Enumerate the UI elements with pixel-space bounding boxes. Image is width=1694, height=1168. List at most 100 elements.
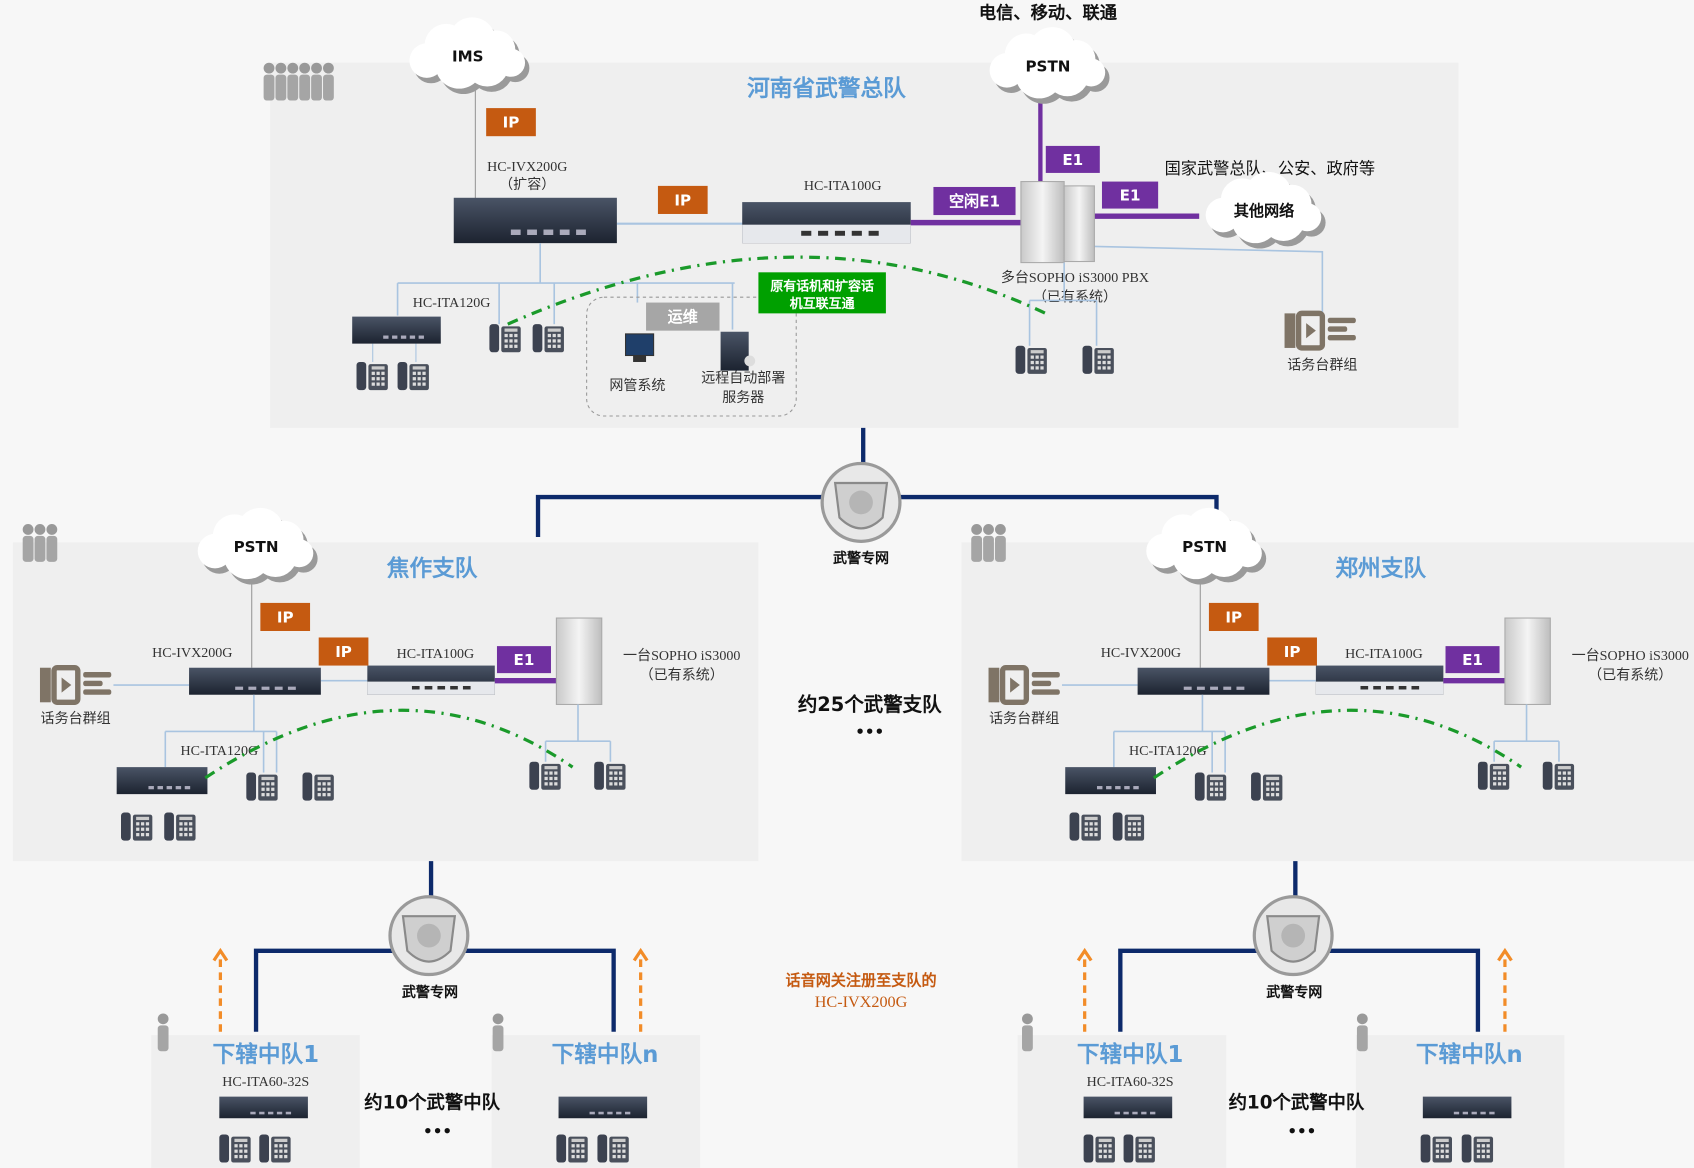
phone-icon: [1251, 772, 1283, 801]
branch-ip-label-1-text: IP: [1225, 608, 1242, 626]
squad-device-model: HC-ITA60-32S: [1087, 1074, 1174, 1090]
squad-title: 下辖中队n: [552, 1041, 659, 1068]
phone-icon: [397, 361, 429, 391]
port: [576, 229, 586, 235]
port: [383, 335, 389, 339]
port: [543, 229, 554, 235]
console-group-icon: [988, 665, 1060, 705]
phone-icon: [1083, 1134, 1115, 1163]
detachment-ellipsis: •••: [855, 723, 884, 741]
port: [1150, 1111, 1156, 1115]
hq-pbx-cabinet-1-body: [1020, 181, 1065, 264]
branch-ivx200g-device: [1137, 667, 1270, 695]
armed-police-emblem-icon: [820, 461, 902, 543]
port: [1489, 1111, 1495, 1115]
phone-icon: [246, 772, 278, 801]
branch-pstn-cloud-label: PSTN: [1182, 538, 1227, 556]
port: [1096, 786, 1103, 790]
phone-icon: [489, 324, 521, 353]
console-line: [1094, 245, 1324, 314]
hq-ita120g-device: [352, 316, 441, 344]
hq-ip-label-2-text: IP: [674, 191, 691, 209]
port: [184, 786, 191, 790]
external-orgs-label: 国家武警总队、公安、政府等: [1165, 159, 1375, 178]
port: [268, 1111, 274, 1115]
squad-staff-icon: [1356, 1013, 1368, 1052]
interop-label-line2: 机互联互通: [790, 296, 855, 312]
port: [285, 1111, 292, 1115]
console-group-icon: [39, 665, 112, 705]
upward-registration-arrow: [632, 947, 649, 1032]
branch-console-label: 话务台群组: [41, 711, 111, 727]
registration-note-line1: 话音网关注册至支队的: [785, 971, 936, 989]
branch-e1-label-box: [1445, 646, 1500, 674]
phone-icon: [259, 1134, 291, 1163]
hq-ivx200g-device-body: [453, 197, 617, 244]
ops-group-border: [586, 296, 797, 417]
port: [287, 686, 296, 690]
ops-label: 运维: [646, 302, 720, 331]
phone-icon: [164, 812, 196, 841]
branch-console-label: 话务台群组: [989, 711, 1059, 727]
branch-ita120g-device-body: [116, 767, 208, 795]
squad-ita60-device-body: [219, 1096, 308, 1119]
port: [801, 230, 812, 236]
port: [424, 685, 433, 690]
idle-e1-label-box: [933, 186, 1016, 216]
ops-label-text: 运维: [668, 308, 698, 326]
branch-ita100-model: HC-ITA100G: [397, 646, 475, 662]
branch-private-network-label: 武警专网: [1266, 984, 1322, 1001]
branch-e1-label-text: E1: [514, 651, 535, 669]
port: [1236, 686, 1245, 690]
hq-pbx-label: 多台SOPHO iS3000 PBX: [1001, 269, 1149, 286]
branch-pbx-cabinet-body: [555, 617, 603, 705]
branch-pbx-cabinet: [555, 617, 603, 705]
upward-registration-arrow: [212, 947, 229, 1032]
phone-icon: [529, 761, 561, 790]
branch-ita120g-device-body: [1065, 767, 1156, 795]
branch-ita120-model: HC-ITA120G: [1129, 743, 1207, 759]
hq-title: 河南省武警总队: [747, 75, 906, 102]
squad-title: 下辖中队1: [1077, 1041, 1183, 1068]
hq-pstn-cloud: PSTN: [989, 27, 1110, 104]
port: [157, 786, 163, 790]
squad-ellipsis: •••: [1287, 1123, 1316, 1141]
deploy-label-1: 远程自动部署: [701, 371, 785, 387]
port: [166, 786, 173, 790]
nms-label: 网管系统: [609, 378, 665, 394]
port: [1360, 685, 1369, 690]
server-icon: [720, 331, 756, 371]
port: [1196, 686, 1205, 690]
hq-ita120-model: HC-ITA120G: [413, 295, 491, 311]
deploy-label-2: 服务器: [722, 390, 764, 406]
port: [274, 686, 283, 690]
port: [450, 685, 458, 690]
squad-count-label: 约10个武警中队: [1229, 1092, 1365, 1114]
port: [598, 1111, 604, 1115]
hq-ip-label-2: IP: [657, 185, 708, 214]
branch-pbx-label: 一台SOPHO iS3000: [623, 648, 740, 664]
port: [1115, 786, 1121, 790]
branch-ivx200g-device: [189, 667, 321, 695]
port: [1124, 786, 1130, 790]
interop-dashed-arc: [507, 255, 1051, 326]
port: [400, 335, 407, 339]
hq-e1-label-1: E1: [1045, 145, 1100, 173]
squad-ita60-device-body: [558, 1096, 648, 1119]
squad-device-model: HC-ITA60-32S: [222, 1074, 309, 1090]
branch-pstn-cloud-label: PSTN: [234, 538, 279, 556]
phone-icon: [1542, 761, 1575, 790]
upward-registration-arrow: [1497, 947, 1513, 1032]
zhengzhou-panel: [961, 542, 1694, 862]
port: [1398, 685, 1407, 690]
armed-police-emblem-icon: [388, 895, 470, 977]
squad-staff-icon: [492, 1013, 504, 1052]
carriers-label: 电信、移动、联通: [979, 2, 1118, 23]
branch-pbx-note: （已有系统）: [640, 668, 724, 684]
hq-pbx-cabinet-1: [1020, 181, 1065, 264]
branch-pbx-note: （已有系统）: [1588, 668, 1672, 684]
hq-e1-label-1-text: E1: [1062, 151, 1083, 169]
branch-ita100-model: HC-ITA100G: [1345, 646, 1423, 662]
hq-ip-label-1: IP: [486, 108, 536, 137]
port: [624, 1111, 631, 1115]
